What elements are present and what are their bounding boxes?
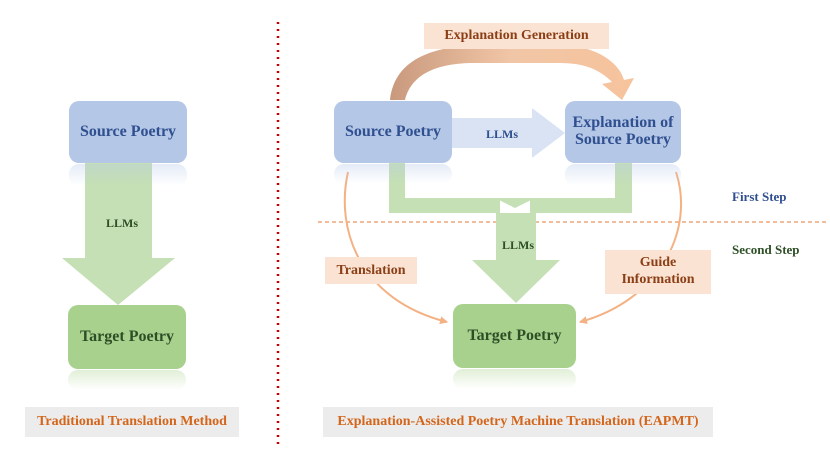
first-step-label: First Step [732,189,787,204]
merge-notch [495,198,535,208]
right-source-poetry-box: Source Poetry [334,101,452,163]
left-llms-arrow [62,163,175,305]
right-source-reflection [334,164,452,184]
right-llms-mid-label: LLMs [502,238,535,252]
right-llms-arrow [452,108,565,158]
explanation-generation-label: Explanation Generation [424,23,609,49]
explanation-generation-arc [390,45,634,100]
left-target-label: Target Poetry [79,328,175,345]
explanation-label: Explanation of Source Poetry [572,114,674,148]
right-target-poetry-box: Target Poetry [453,304,576,368]
left-source-label: Source Poetry [79,123,177,140]
left-source-poetry-box: Source Poetry [69,101,187,163]
right-caption: Explanation-Assisted Poetry Machine Tran… [323,407,713,437]
left-target-poetry-box: Target Poetry [68,305,186,369]
explanation-down-branch [530,162,632,213]
right-llms-top-label: LLMs [486,127,519,141]
right-source-label: Source Poetry [344,123,442,140]
left-source-reflection [69,164,187,186]
left-target-reflection [68,370,186,390]
left-llms-label: LLMs [106,216,139,230]
explanation-box: Explanation of Source Poetry [565,101,681,163]
right-llms-down-arrow [472,213,560,303]
explanation-reflection [565,164,681,186]
guide-information-label: Guide Information [605,250,711,294]
right-target-label: Target Poetry [467,327,562,344]
translation-label: Translation [325,257,417,284]
left-caption: Traditional Translation Method [25,407,239,437]
source-down-branch [389,162,500,213]
right-target-reflection [453,369,576,389]
second-step-label: Second Step [732,242,800,257]
